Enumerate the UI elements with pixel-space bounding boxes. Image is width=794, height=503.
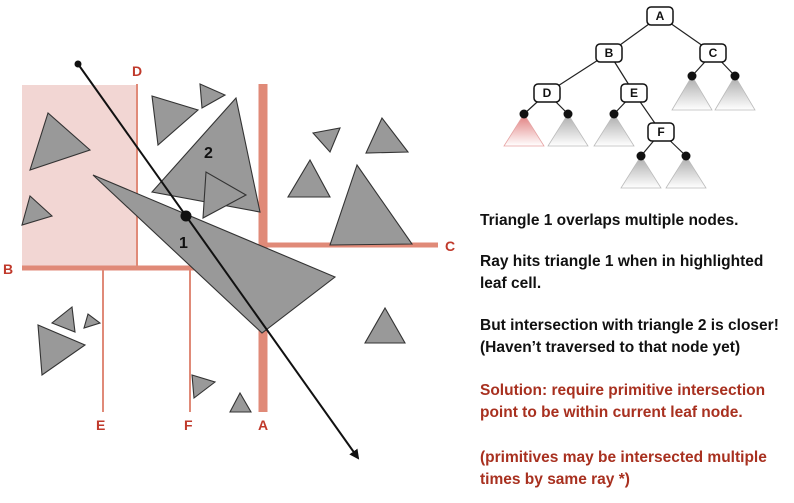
- text-solution: Solution: require primitive intersection…: [480, 380, 790, 424]
- tree-node-label-E: E: [630, 86, 638, 100]
- subtree-cone: [714, 75, 756, 111]
- text-line: point to be within current leaf node.: [480, 404, 743, 421]
- tree-node-E: [620, 83, 648, 103]
- text-hit: Ray hits triangle 1 when in highlighted …: [480, 251, 790, 295]
- tree-node-A: [646, 6, 674, 26]
- text-line: leaf cell.: [480, 275, 542, 292]
- ray: [77, 63, 360, 460]
- tree-node-label-A: A: [656, 9, 665, 23]
- triangle-label-1: 1: [179, 235, 188, 252]
- tree-node-C: [699, 43, 727, 63]
- triangle: [287, 158, 331, 198]
- triangle: [50, 305, 76, 333]
- subtree-cone: [547, 113, 589, 147]
- triangle: [202, 171, 248, 219]
- text-line: But intersection with triangle 2 is clos…: [480, 317, 779, 334]
- text-line: (primitives may be intersected multiple: [480, 449, 767, 466]
- text-line: Triangle 1 overlaps multiple nodes.: [480, 212, 739, 229]
- triangle: [83, 313, 102, 329]
- text-line: Solution: require primitive intersection: [480, 382, 766, 399]
- tree-node-label-F: F: [657, 125, 664, 139]
- partition-label-F: F: [184, 417, 193, 433]
- subtree-cone: [665, 155, 707, 189]
- triangle-label-2: 2: [204, 145, 213, 162]
- triangle: [191, 374, 217, 400]
- tree-node-D: [533, 83, 561, 103]
- partition-label-C: C: [445, 238, 455, 254]
- text-overlap: Triangle 1 overlaps multiple nodes.: [480, 210, 790, 232]
- triangle: [29, 112, 92, 171]
- triangle: [365, 116, 410, 154]
- subtree-cone: [671, 75, 713, 111]
- triangle: [37, 324, 87, 376]
- tree-node-F: [647, 122, 675, 142]
- text-note: (primitives may be intersected multiple …: [480, 447, 790, 491]
- ray-hit-point: [180, 210, 192, 222]
- triangle: [229, 391, 252, 413]
- triangle: [329, 163, 414, 246]
- subtree-cone: [593, 113, 635, 147]
- partition-label-D: D: [132, 63, 142, 79]
- tree-node-B: [595, 43, 623, 63]
- highlighted-subtree-cone: [503, 113, 545, 147]
- partition-label-E: E: [96, 417, 105, 433]
- partition-label-A: A: [258, 417, 268, 433]
- text-line: Ray hits triangle 1 when in highlighted: [480, 253, 764, 270]
- tree-leaf-dots: [519, 71, 740, 161]
- triangle: [21, 194, 54, 226]
- triangle: [199, 83, 227, 109]
- tree-node-label-B: B: [605, 46, 614, 60]
- text-line: (Haven’t traversed to that node yet): [480, 339, 741, 356]
- tree-node-label-D: D: [543, 86, 552, 100]
- text-line: times by same ray *): [480, 471, 630, 488]
- partition-label-B: B: [3, 261, 13, 277]
- kd-tree: A B C D E F: [503, 6, 756, 189]
- triangle: [151, 95, 200, 147]
- triangle: [364, 306, 406, 344]
- triangle: [311, 127, 341, 154]
- subtree-cone: [620, 155, 662, 189]
- tree-node-label-C: C: [709, 46, 718, 60]
- text-closer: But intersection with triangle 2 is clos…: [480, 315, 790, 359]
- highlighted-leaf-cell: [22, 85, 137, 268]
